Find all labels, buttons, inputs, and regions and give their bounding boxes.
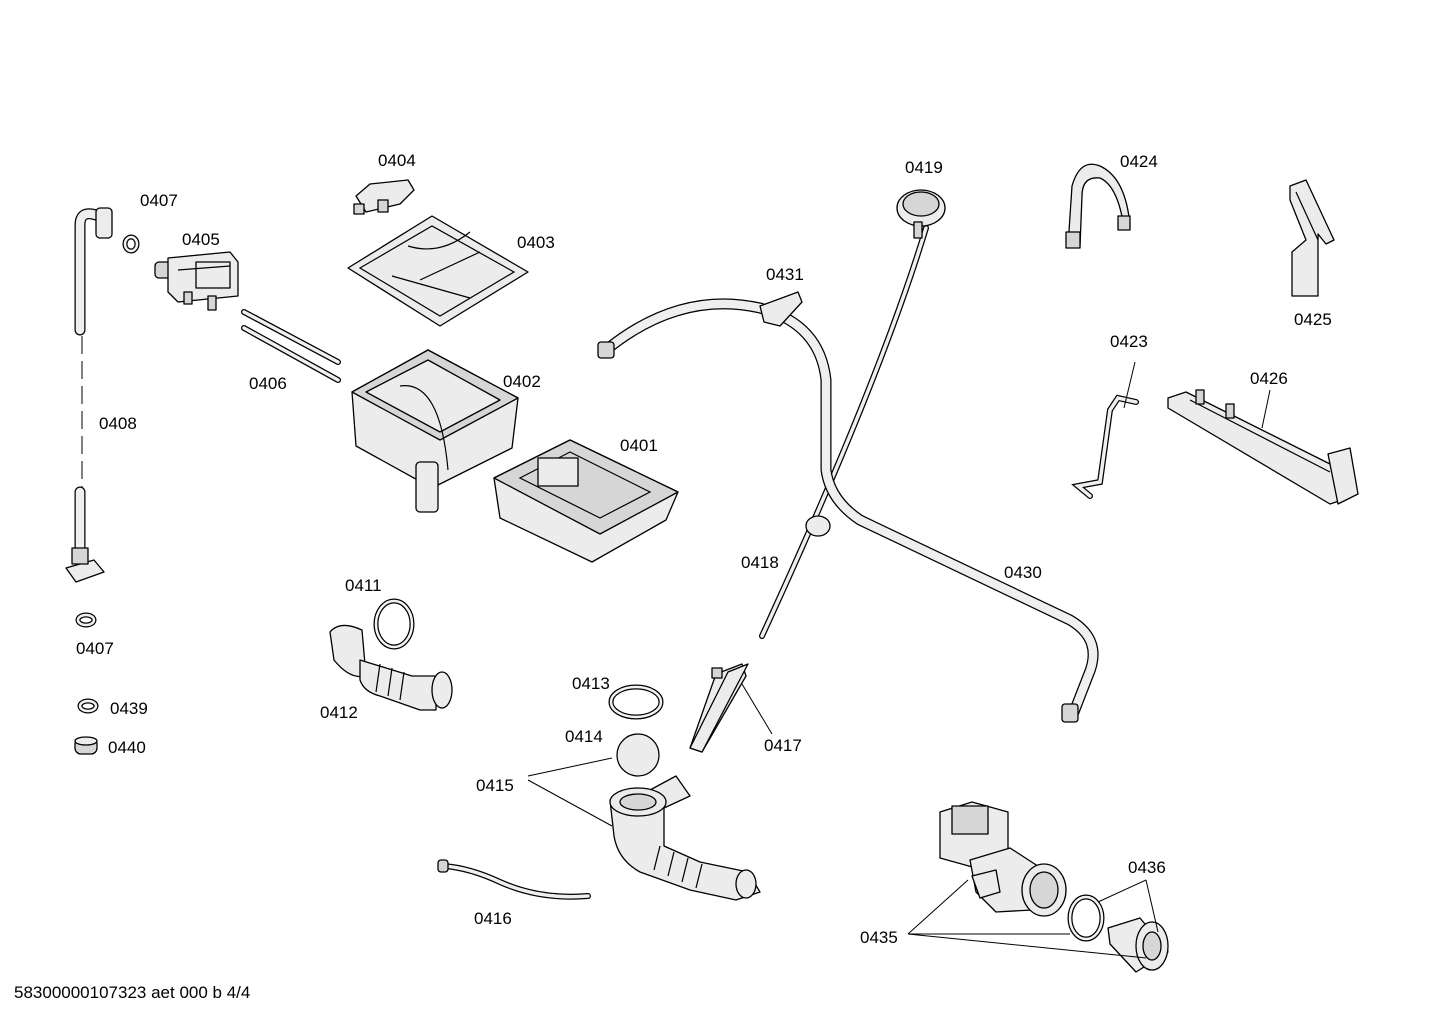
label-0440: 0440 (108, 738, 146, 757)
part-0407-seal-bottom (75, 612, 97, 628)
label-0418: 0418 (741, 553, 779, 572)
part-0404-clip (353, 179, 415, 215)
part-0401-detergent-drawer (493, 439, 679, 563)
part-0408-inlet-hose (65, 207, 113, 583)
part-0411-gasket (373, 598, 415, 650)
part-0416-drain-hose (437, 859, 591, 900)
part-0419-pressure-switch (896, 189, 946, 239)
label-0415: 0415 (476, 776, 514, 795)
label-0430: 0430 (1004, 563, 1042, 582)
part-0407-seal-top (122, 234, 140, 254)
part-0423-rod (1071, 394, 1139, 499)
label-0417: 0417 (764, 736, 802, 755)
label-0406: 0406 (249, 374, 287, 393)
label-0425: 0425 (1294, 310, 1332, 329)
part-0435-drain-pump (939, 801, 1067, 917)
label-0414: 0414 (565, 727, 603, 746)
label-0405: 0405 (182, 230, 220, 249)
label-0403: 0403 (517, 233, 555, 252)
label-0424: 0424 (1120, 152, 1158, 171)
label-0426: 0426 (1250, 369, 1288, 388)
part-0403-dispenser-cover (347, 215, 529, 327)
label-0402: 0402 (503, 372, 541, 391)
label-0404: 0404 (378, 151, 416, 170)
label-0411: 0411 (345, 576, 382, 595)
part-0440-nut (74, 736, 98, 755)
label-0423: 0423 (1110, 332, 1148, 351)
part-0426-rail (1167, 389, 1359, 505)
label-0401: 0401 (620, 436, 658, 455)
label-0419: 0419 (905, 158, 943, 177)
label-0431: 0431 (766, 265, 804, 284)
drawing-reference-code: 58300000107323 aet 000 b 4/4 (14, 983, 251, 1002)
part-0417-level-sensor (689, 663, 749, 753)
part-0436-pump-filter (1067, 894, 1169, 973)
part-0424-hose-bracket (1065, 163, 1131, 249)
part-0412-bellows-hose (329, 624, 453, 711)
part-0402-dispenser-housing (351, 349, 519, 513)
part-0431-hose-clip (759, 291, 803, 327)
part-0415-sump-hose (609, 775, 761, 901)
label-0413: 0413 (572, 674, 610, 693)
label-0435: 0435 (860, 928, 898, 947)
label-0436: 0436 (1128, 858, 1166, 877)
leader-lines (527, 361, 1271, 959)
label-0408: 0408 (99, 414, 137, 433)
part-0439-washer (77, 698, 99, 714)
part-0418-pressure-tube (759, 225, 929, 639)
label-0407-top: 0407 (140, 191, 178, 210)
part-0405-solenoid-valve (154, 251, 239, 311)
part-0430-hose (597, 298, 1099, 723)
part-0414-ball (616, 733, 660, 777)
label-0439: 0439 (110, 699, 148, 718)
label-0416: 0416 (474, 909, 512, 928)
label-0412: 0412 (320, 703, 358, 722)
part-0413-o-ring (608, 684, 664, 720)
part-0406-tubes (241, 309, 341, 383)
label-0407-bottom: 0407 (76, 639, 114, 658)
part-0425-bracket (1289, 179, 1335, 297)
